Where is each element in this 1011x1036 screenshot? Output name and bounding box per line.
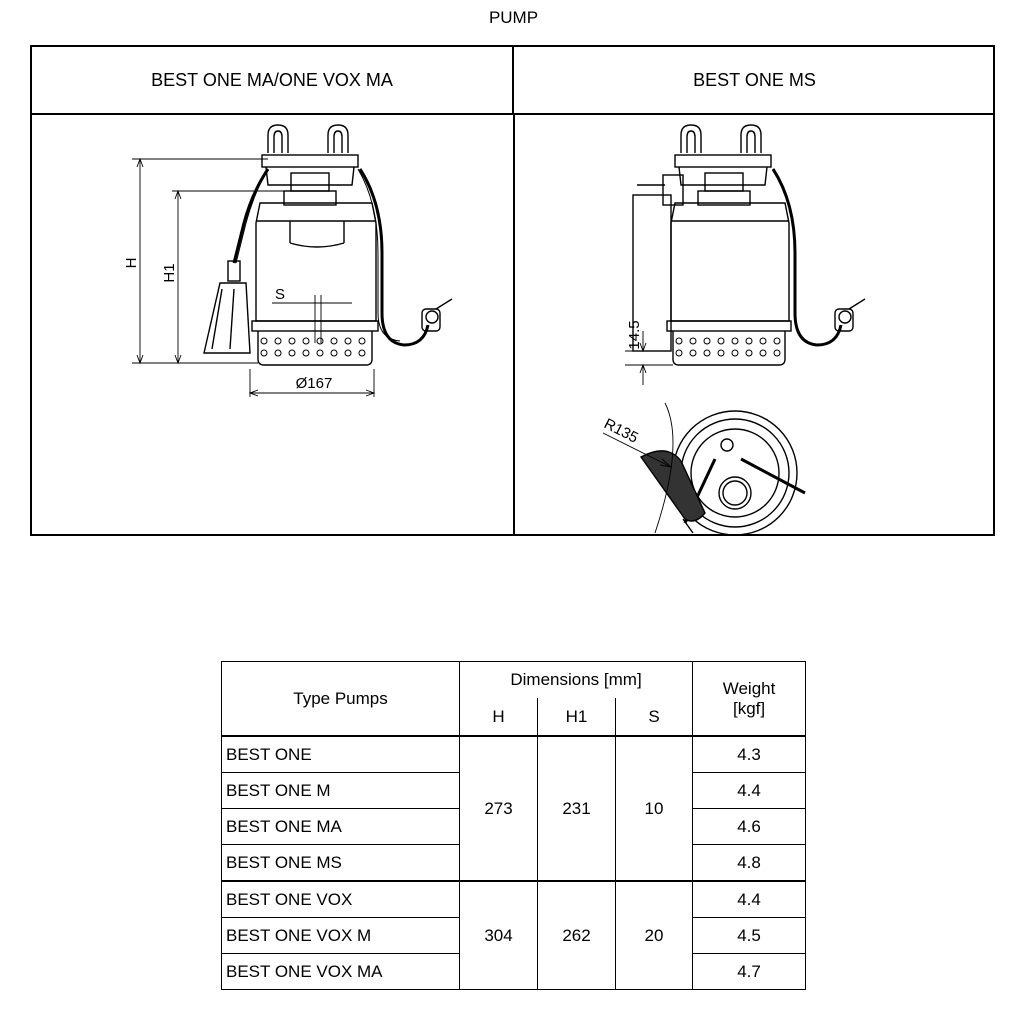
header-h1: H1 [537, 698, 616, 737]
pump-ms-views-drawing: 14.5 R135 [601, 124, 866, 536]
weight-cell: 4.8 [692, 844, 807, 882]
drawing-frame: BEST ONE MA/ONE VOX MA BEST ONE MS [30, 45, 995, 536]
pump-ma-side-view-drawing: H H1 S Ø167 [123, 124, 453, 397]
header-dimensions: Dimensions [mm] [458, 661, 694, 698]
pump-type-cell: BEST ONE MA [221, 808, 460, 845]
header-weight: Weight [kgf] [692, 661, 807, 737]
header-weight-line2: [kgf] [732, 698, 766, 718]
left-drawing-header: BEST ONE MA/ONE VOX MA [32, 47, 514, 115]
table-row: BEST ONE VOX 304 262 20 4.4 [221, 880, 807, 990]
weight-cell: 4.4 [692, 772, 807, 809]
header-h: H [459, 698, 538, 737]
table-row: BEST ONE VOX M 4.5 [221, 917, 807, 954]
group1-h1-cell: 231 [537, 735, 616, 882]
weight-cell: 4.5 [692, 917, 807, 954]
table-row: BEST ONE M 4.4 [221, 772, 807, 809]
pump-specification-table: Type Pumps Dimensions [mm] Weight [kgf] … [221, 661, 807, 990]
dimension-label-s: S [275, 286, 285, 303]
table-row: BEST ONE 273 231 10 4.3 [221, 735, 807, 882]
weight-cell: 4.7 [692, 953, 807, 990]
dimension-label-h1: H1 [161, 263, 178, 282]
header-type-pumps: Type Pumps [221, 661, 460, 737]
pump-type-cell: BEST ONE VOX MA [221, 953, 460, 990]
dimension-label-14-5: 14.5 [626, 320, 643, 349]
group2-s-cell: 20 [614, 880, 694, 990]
group1-h-cell: 273 [459, 735, 538, 882]
weight-cell: 4.6 [692, 808, 807, 845]
table-row: BEST ONE MA 4.6 [221, 808, 807, 845]
pump-type-cell: BEST ONE M [221, 772, 460, 809]
weight-cell: 4.4 [692, 880, 807, 918]
group2-h1-cell: 262 [537, 880, 616, 990]
group2-h-cell: 304 [459, 880, 538, 990]
header-s: S [614, 698, 694, 737]
page-title: PUMP [488, 8, 539, 27]
pump-type-cell: BEST ONE [221, 735, 460, 773]
weight-cell: 4.3 [692, 735, 807, 773]
group1-s-cell: 10 [614, 735, 694, 882]
dimension-label-diameter: Ø167 [296, 375, 333, 392]
header-weight-line1: Weight [722, 678, 776, 698]
right-drawing-header: BEST ONE MS [514, 47, 995, 115]
table-row: BEST ONE VOX MA 4.7 [221, 953, 807, 990]
drawing-column-divider [513, 113, 515, 536]
pump-type-cell: BEST ONE VOX M [221, 917, 460, 954]
dimension-label-h: H [123, 258, 140, 269]
pump-type-cell: BEST ONE VOX [221, 880, 460, 918]
pump-type-cell: BEST ONE MS [221, 844, 460, 882]
table-row: BEST ONE MS 4.8 [221, 844, 807, 882]
